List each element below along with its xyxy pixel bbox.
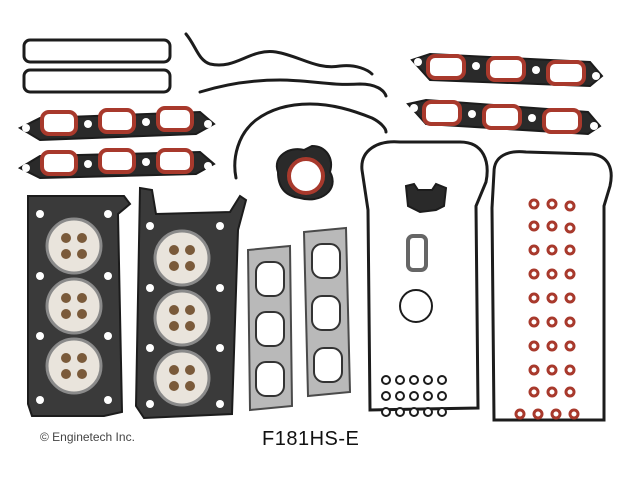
exhaust-gasket-1 [246, 244, 294, 412]
exhaust-gasket-2 [302, 226, 352, 398]
part-number-label: F181HS-E [262, 428, 360, 450]
head-gasket-left [27, 195, 132, 417]
copyright-notice: © Enginetech Inc. [40, 430, 135, 444]
intake-gasket-4 [406, 98, 602, 136]
head-gasket-right [134, 186, 248, 420]
intake-gasket-1 [17, 106, 216, 142]
exhaust-gaskets [246, 226, 352, 412]
intake-gasket-2 [17, 148, 216, 180]
intake-gaskets-left [17, 106, 216, 180]
intake-gaskets-right [406, 52, 604, 136]
valve-cover-perimeter-left [360, 140, 489, 417]
intake-gasket-3 [410, 52, 604, 88]
valve-cover-gaskets [22, 38, 172, 94]
thermostat-gasket [275, 144, 334, 201]
timing-cover-seals [184, 32, 388, 180]
valve-cover-perimeter-right [490, 150, 613, 422]
